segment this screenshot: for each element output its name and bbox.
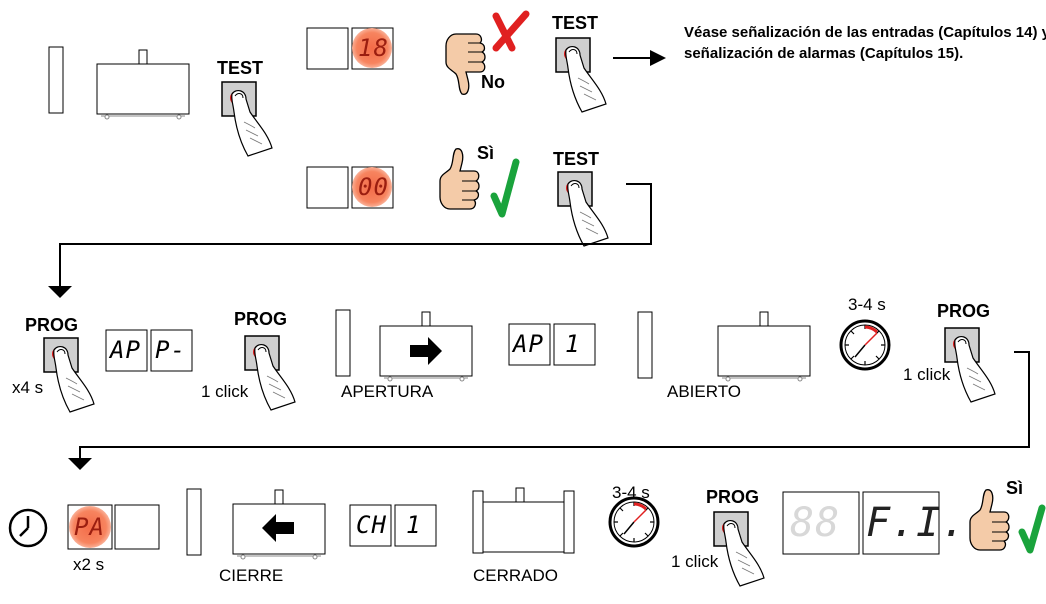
display-glow xyxy=(352,28,392,68)
arrow-right-icon xyxy=(410,337,442,365)
time-label: 3-4 s xyxy=(612,483,650,502)
display-blank xyxy=(306,166,349,209)
display-value: AP xyxy=(110,336,141,364)
no-label: No xyxy=(481,72,505,92)
finger-press-icon xyxy=(221,81,273,157)
connector-arrow xyxy=(68,458,92,470)
display-frame xyxy=(782,491,860,555)
connector-arrow xyxy=(48,286,72,298)
thumbs-up-icon xyxy=(439,148,480,210)
cross-icon xyxy=(492,10,530,52)
display-frame xyxy=(105,329,148,372)
test-label: TEST xyxy=(552,13,599,33)
one-click-label: 1 click xyxy=(903,365,951,384)
gate-body xyxy=(96,49,190,120)
display-blank xyxy=(306,27,349,70)
display-glow xyxy=(352,167,392,207)
clock-icon xyxy=(8,508,48,548)
cerrado-caption: CERRADO xyxy=(473,566,559,585)
display-value: 00 xyxy=(358,173,389,201)
display-frame xyxy=(349,504,392,547)
prog-label: PROG xyxy=(937,301,991,321)
display-value: P- xyxy=(155,336,186,364)
stopwatch-icon xyxy=(608,496,660,548)
finger-press-icon xyxy=(244,335,296,411)
display-frame xyxy=(862,491,940,555)
display-frame xyxy=(553,323,596,366)
abierto-caption: ABIERTO xyxy=(667,382,742,401)
cierre-caption: CIERRE xyxy=(219,566,284,585)
check-icon xyxy=(490,158,520,218)
gate-post xyxy=(637,311,653,379)
display-value: 18 xyxy=(358,34,389,62)
display-frame xyxy=(508,323,551,366)
one-click-label: 1 click xyxy=(201,382,249,401)
display-glow xyxy=(69,506,111,548)
one-click-label: 1 click xyxy=(671,552,719,571)
thumbs-up-icon xyxy=(969,489,1010,551)
x4s-label: x4 s xyxy=(12,378,44,397)
si-label: Sì xyxy=(477,143,495,163)
x2s-label: x2 s xyxy=(73,555,105,574)
display-value: CH xyxy=(356,511,387,539)
arrow-head xyxy=(650,50,666,66)
gate-body xyxy=(717,311,811,382)
si-label: Sì xyxy=(1006,478,1024,498)
display-value: PA xyxy=(74,513,105,541)
test-label: TEST xyxy=(553,149,600,169)
test-label: TEST xyxy=(217,58,264,78)
connector-line xyxy=(59,183,652,288)
prog-label: PROG xyxy=(234,309,288,329)
check-icon xyxy=(1018,504,1046,554)
prog-label: PROG xyxy=(25,315,79,335)
apertura-caption: APERTURA xyxy=(341,382,434,401)
note-text: Véase señalización de las entradas (Capí… xyxy=(684,24,1046,62)
finger-press-icon xyxy=(555,37,607,113)
display-frame xyxy=(150,329,193,372)
display-value: 1 xyxy=(565,330,581,358)
display-frame xyxy=(394,504,437,547)
gate-post xyxy=(48,46,64,114)
finger-press-icon xyxy=(944,327,996,403)
display-blank xyxy=(114,504,160,550)
arrow-left-icon xyxy=(262,514,294,542)
connector-line xyxy=(79,351,1030,460)
time-label: 3-4 s xyxy=(848,295,886,314)
display-value: 1 xyxy=(406,511,422,539)
finger-press-icon xyxy=(713,511,765,587)
display-value: AP xyxy=(513,330,544,358)
display-value: F.I. xyxy=(866,500,967,546)
prog-label: PROG xyxy=(706,487,760,507)
gate-post xyxy=(186,488,202,556)
finger-press-icon xyxy=(43,337,95,413)
finger-press-icon xyxy=(557,171,609,247)
gate-post xyxy=(335,309,351,377)
gate-closed xyxy=(472,487,575,554)
thumbs-down-icon xyxy=(445,33,486,95)
display-value: 88 xyxy=(790,500,841,546)
stopwatch-icon xyxy=(839,319,891,371)
